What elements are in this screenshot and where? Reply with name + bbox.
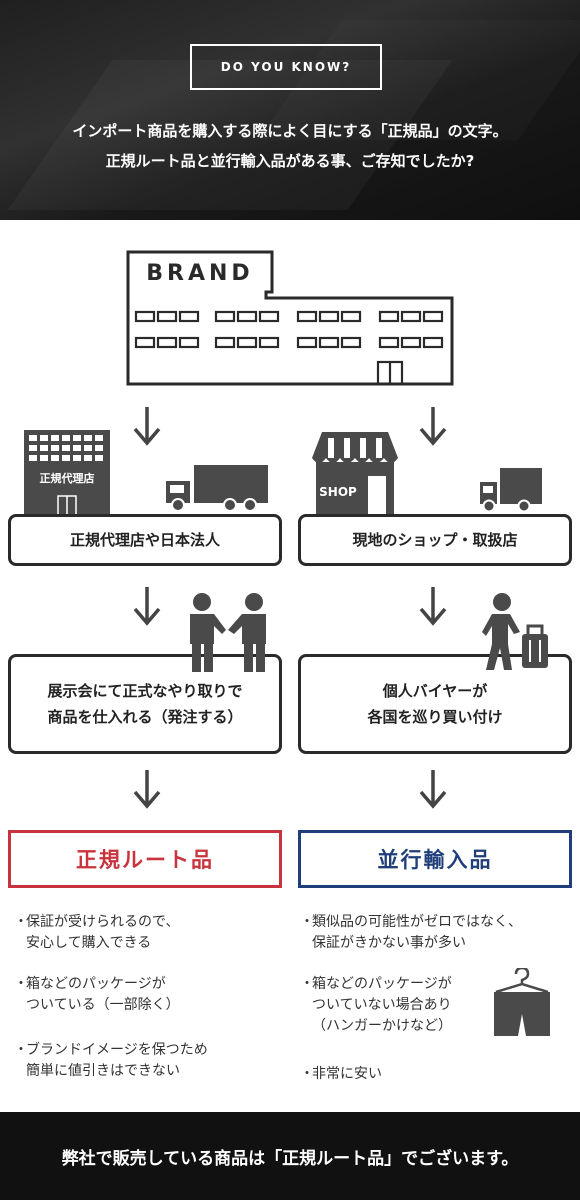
bullet-mark: ・: [300, 912, 314, 933]
bullet-text: ブランドイメージを保つため 簡単に値引きはできない: [14, 1040, 284, 1082]
arrow-down-icon: [132, 585, 162, 627]
hero-text-line1: インポート商品を購入する際によく目にする「正規品」の文字。: [0, 120, 580, 141]
left-bullet-item: ・ 箱などのパッケージが ついている（一部除く）: [14, 974, 284, 1016]
shop-icon: SHOP: [312, 432, 398, 516]
right-bullet-item: ・ 箱などのパッケージが ついていない場合あり （ハンガーかけなど）: [300, 974, 500, 1037]
brand-label: BRAND: [146, 261, 253, 286]
arrow-down-icon: [418, 405, 448, 447]
arrow-down-icon: [418, 768, 448, 810]
arrow-down-icon: [132, 768, 162, 810]
hanger-shorts-icon: [490, 968, 554, 1038]
bullet-text: 類似品の可能性がゼロではなく、 保証がきかない事が多い: [300, 912, 576, 954]
handshake-icon: [180, 592, 274, 672]
right-step1-box: 現地のショップ・取扱店: [298, 514, 572, 566]
right-step2-line2: 各国を巡り買い付け: [367, 704, 502, 730]
agency-sign-label: 正規代理店: [40, 471, 95, 485]
right-bullet-item: ・ 類似品の可能性がゼロではなく、 保証がきかない事が多い: [300, 912, 576, 954]
truck-icon: [164, 465, 270, 513]
bullet-mark: ・: [14, 912, 28, 933]
brand-building-icon: BRAND: [120, 246, 460, 386]
bullet-text: 非常に安い: [300, 1064, 500, 1085]
left-bullet-item: ・ ブランドイメージを保つため 簡単に値引きはできない: [14, 1040, 284, 1082]
bullet-text: 保証が受けられるので、 安心して購入できる: [14, 912, 284, 954]
footer-banner: 弊社で販売している商品は「正規ルート品」でございます。: [0, 1112, 580, 1200]
bullet-mark: ・: [14, 1040, 28, 1061]
arrow-down-icon: [132, 405, 162, 447]
shop-sign-label: SHOP: [319, 485, 357, 499]
hero-overlay: [0, 0, 580, 220]
bullet-text: 箱などのパッケージが ついていない場合あり （ハンガーかけなど）: [300, 974, 500, 1037]
truck-icon: [478, 468, 544, 514]
left-step1-box: 正規代理店や日本法人: [8, 514, 282, 566]
bullet-mark: ・: [300, 1064, 314, 1085]
right-bullet-item: ・ 非常に安い: [300, 1064, 500, 1085]
hero-banner: DO YOU KNOW? インポート商品を購入する際によく目にする「正規品」の文…: [0, 0, 580, 220]
bullet-mark: ・: [300, 974, 314, 995]
parallel-import-label: 並行輸入品: [298, 830, 572, 888]
right-step2-line1: 個人バイヤーが: [383, 678, 488, 704]
official-route-label: 正規ルート品: [8, 830, 282, 888]
left-step2-line1: 展示会にて正式なやり取りで: [47, 678, 242, 704]
left-step2-line2: 商品を仕入れる（発注する）: [47, 704, 242, 730]
traveler-icon: [480, 592, 554, 672]
bullet-mark: ・: [14, 974, 28, 995]
left-bullet-item: ・ 保証が受けられるので、 安心して購入できる: [14, 912, 284, 954]
hero-text-line2: 正規ルート品と並行輸入品がある事、ご存知でしたか?: [0, 150, 580, 171]
bullet-text: 箱などのパッケージが ついている（一部除く）: [14, 974, 284, 1016]
agency-building-icon: 正規代理店: [24, 430, 112, 516]
do-you-know-badge: DO YOU KNOW?: [190, 44, 382, 90]
arrow-down-icon: [418, 585, 448, 627]
